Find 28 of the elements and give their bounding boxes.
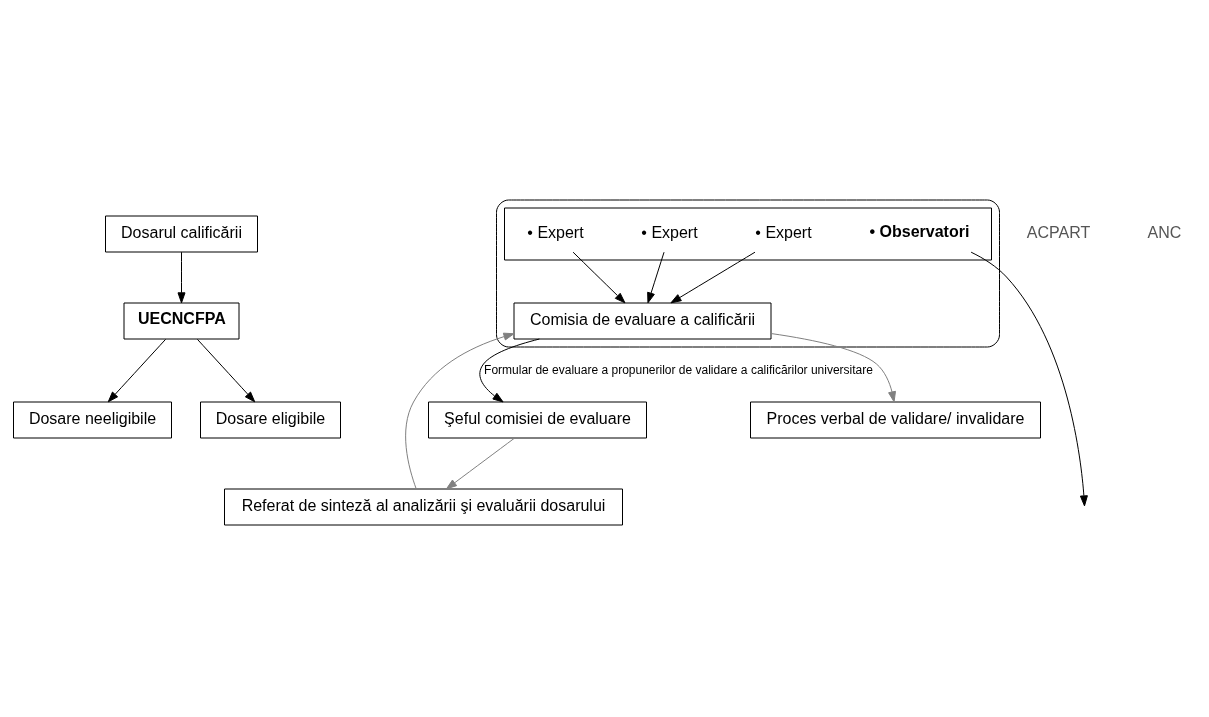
arrow	[770, 333, 896, 403]
node-text: • Observatori	[869, 222, 970, 240]
node-text: • Expert	[755, 223, 812, 241]
node-box: Dosarul calificării	[105, 215, 258, 253]
node-box: Referat de sinteză al analizării şi evaluării dosarului	[224, 488, 623, 526]
arrow	[107, 338, 167, 403]
arrow	[572, 251, 626, 304]
node-box: Dosare neeligibile	[13, 401, 172, 439]
arrow	[970, 251, 1088, 507]
node-text: • Expert	[641, 223, 698, 241]
cluster	[496, 199, 1000, 348]
arrow	[670, 251, 756, 304]
node-box: Proces verbal de validare/ invalidare	[750, 401, 1041, 439]
label: ANC	[1147, 223, 1182, 241]
cluster	[504, 207, 992, 261]
node-box: Dosare eligibile	[200, 401, 341, 439]
node-box: Şeful comisiei de evaluare	[428, 401, 647, 439]
arrow	[446, 437, 515, 490]
arrow	[479, 338, 540, 403]
edge-label: Formular de evaluare a propunerilor de validare a calificărilor universitare	[484, 362, 873, 377]
arrow	[177, 251, 186, 304]
node-box: Comisia de evaluare a calificării	[513, 302, 772, 340]
arrow	[196, 338, 256, 403]
arrow	[647, 251, 665, 304]
label: ACPART	[1026, 223, 1091, 241]
node-box: UECNCFPA	[123, 302, 240, 340]
node-text: • Expert	[527, 223, 584, 241]
arrow	[405, 332, 515, 490]
